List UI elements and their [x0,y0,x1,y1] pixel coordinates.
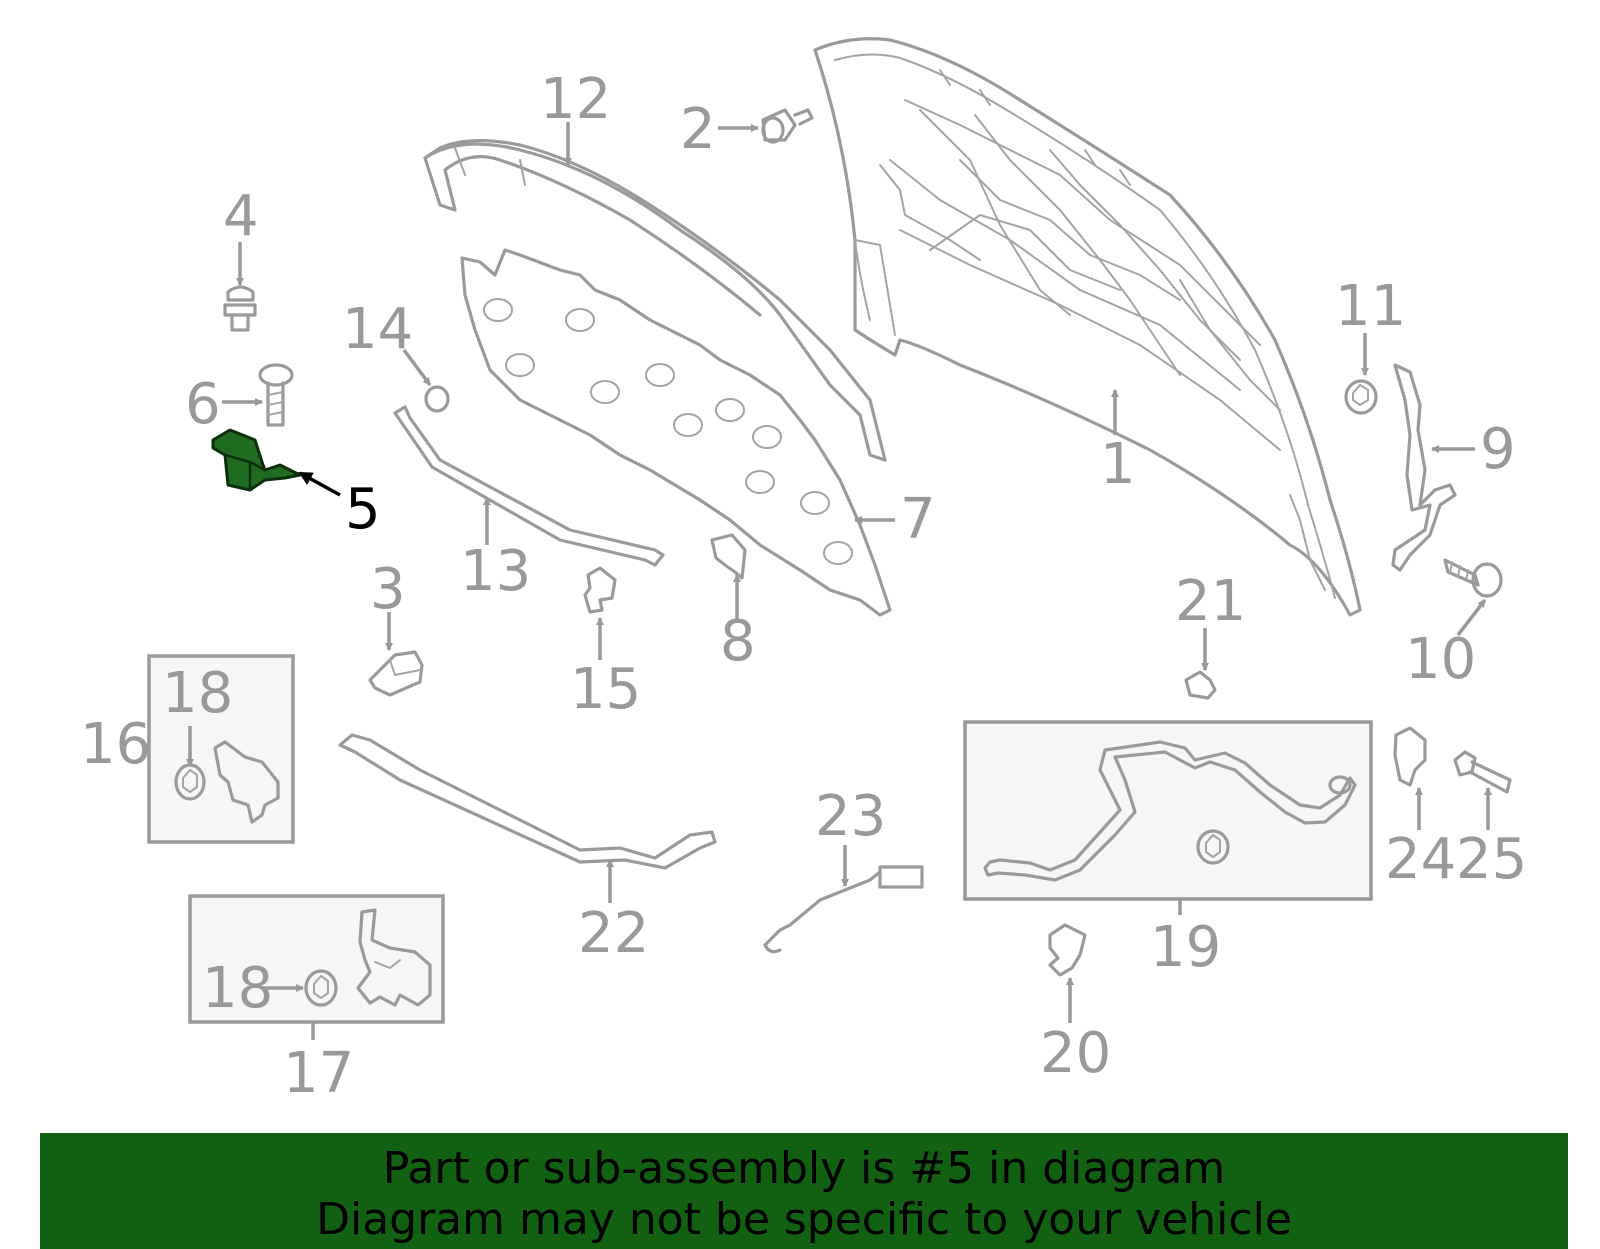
info-banner: Part or sub-assembly is #5 in diagram Di… [40,1133,1568,1249]
banner-line-1: Part or sub-assembly is #5 in diagram [382,1143,1226,1194]
callout-labels: 1 2 3 4 5 6 7 8 9 10 11 12 13 14 15 16 1… [80,67,1527,1106]
nut [1344,379,1378,415]
latch-bracket [213,740,280,824]
hood-seal [423,139,887,462]
hood-hinge [1391,363,1457,572]
bolt [258,363,294,427]
connector [1184,670,1217,700]
leader-lines [145,122,1492,1040]
prop-rod [393,405,665,567]
callout-15: 15 [570,657,641,722]
cable-assembly [983,740,1357,882]
hood-panel [813,37,1362,617]
callout-7: 7 [900,487,936,552]
banner-line-2: Diagram may not be specific to your vehi… [316,1194,1292,1245]
callout-21: 21 [1175,569,1246,634]
callout-18-a: 18 [162,661,233,726]
callout-20: 20 [1040,1021,1111,1086]
assembly-box-17 [188,894,445,1024]
callout-17: 17 [283,1041,354,1106]
callout-10: 10 [1405,627,1476,692]
callout-3: 3 [370,557,406,622]
callout-6: 6 [185,372,221,437]
rubber-bumper [368,650,424,697]
callout-19: 19 [1150,915,1221,980]
latch-assembly [356,908,432,1007]
bolt-long [1453,750,1512,794]
assembly-box-16 [147,654,295,844]
callout-24: 24 [1385,827,1456,892]
callout-22: 22 [578,901,649,966]
cable-lower [763,865,924,954]
callout-5: 5 [345,477,381,542]
nut-18-b [304,969,338,1007]
callout-14: 14 [342,297,413,362]
assembly-box-19 [963,720,1373,901]
nut-19 [1196,829,1230,865]
callout-13: 13 [460,539,531,604]
callout-11: 11 [1335,274,1406,339]
hinge-bolt [1443,558,1503,598]
cable-clip [1048,923,1087,977]
callout-18-b: 18 [202,956,273,1021]
callout-2: 2 [680,97,716,162]
callout-9: 9 [1480,417,1516,482]
highlighted-bracket-part-5 [211,428,302,492]
callout-25: 25 [1456,827,1527,892]
hood-parts-diagram: 1 2 3 4 5 6 7 8 9 10 11 12 13 14 15 16 1… [80,37,1527,1106]
hood-insulator [460,248,892,617]
bracket [1393,726,1427,787]
rod-clip [583,566,617,614]
callout-23: 23 [815,784,886,849]
clip [223,285,257,332]
insulator-clip [710,533,747,580]
callout-8: 8 [720,609,756,674]
release-cable [338,733,717,870]
hood-bumper [761,108,814,144]
callout-1: 1 [1100,432,1136,497]
callout-4: 4 [223,184,259,249]
callout-16: 16 [80,712,151,777]
callout-12: 12 [540,67,611,132]
washer [424,385,450,413]
